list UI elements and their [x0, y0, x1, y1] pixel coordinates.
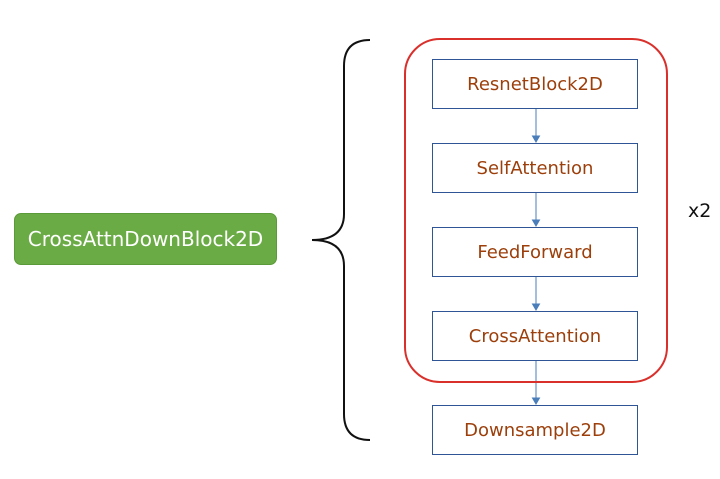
repeat-group-outline [404, 38, 668, 383]
arrowhead [531, 135, 541, 143]
self-attention-node: SelfAttention [432, 143, 638, 193]
downsample-node: Downsample2D [432, 405, 638, 455]
cross-attention-node: CrossAttention [432, 311, 638, 361]
resnet-block-node: ResnetBlock2D [432, 59, 638, 109]
connector-arrows [531, 109, 541, 405]
arrowhead [531, 303, 541, 311]
arrowhead [531, 397, 541, 405]
feed-forward-node: FeedForward [432, 227, 638, 277]
arrowhead [531, 219, 541, 227]
repeat-count-label: x2 [688, 200, 712, 222]
crossattn-down-block-node: CrossAttnDownBlock2D [14, 213, 277, 265]
curly-brace [311, 39, 371, 441]
